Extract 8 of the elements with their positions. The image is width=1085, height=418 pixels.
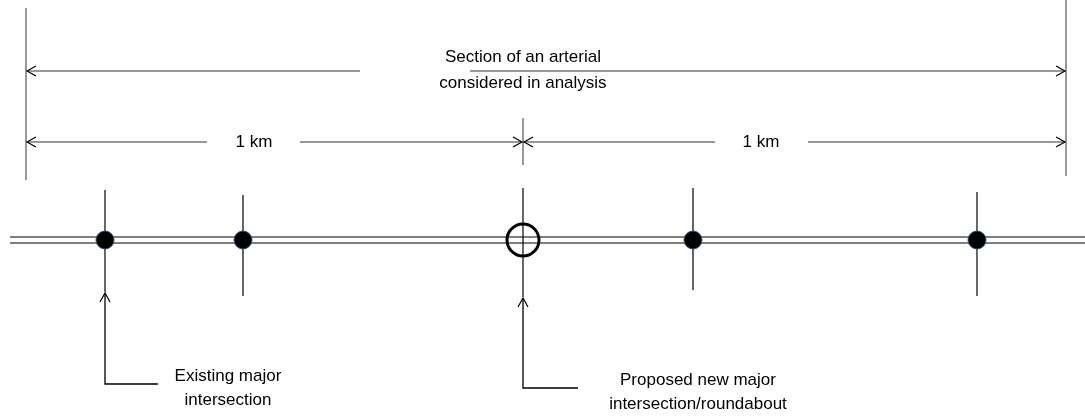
dimension-label: Section of an arterial considered in analysis — [438, 46, 608, 94]
callout-text: Existing major intersection — [173, 365, 283, 411]
roundabout-marker — [505, 188, 541, 297]
leader-arrow — [99, 292, 159, 385]
leader-arrow — [517, 297, 579, 389]
dimension-label: 1 km — [741, 131, 781, 153]
dimension-label: 1 km — [234, 131, 274, 153]
callout-text: Proposed new major intersection/roundabout — [608, 369, 788, 415]
